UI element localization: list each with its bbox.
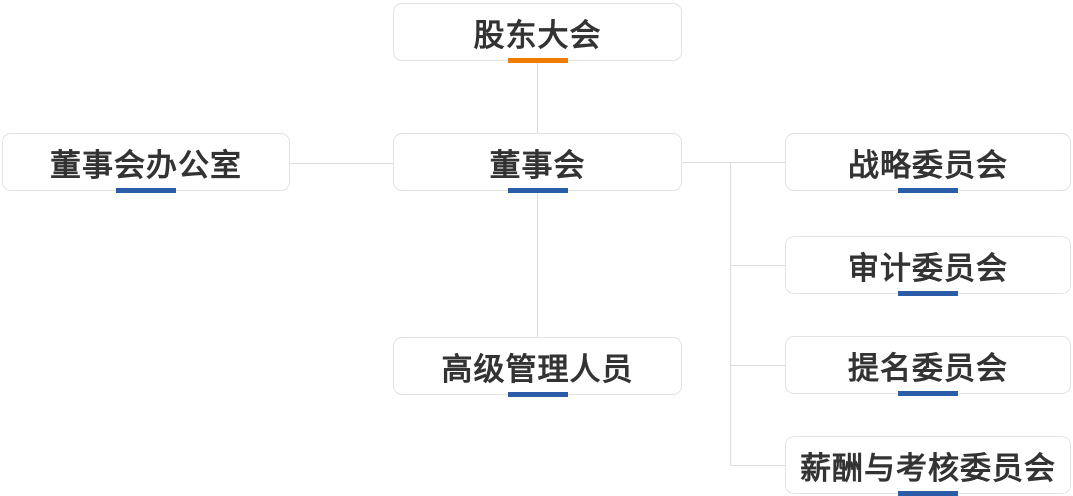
node-remuneration-assessment-committee: 薪酬与考核委员会: [785, 436, 1071, 496]
node-audit-committee: 审计委员会: [785, 236, 1071, 296]
accent-bar-blue: [898, 188, 958, 193]
accent-bar-blue: [116, 188, 176, 193]
node-strategy-committee-label: 战略委员会: [848, 147, 1008, 183]
connector-trunk-remuneration: [730, 465, 785, 466]
node-shareholders-meeting-label: 股东大会: [473, 17, 602, 53]
node-senior-management-label: 高级管理人员: [441, 351, 634, 387]
node-senior-management: 高级管理人员: [393, 337, 682, 397]
accent-bar-blue: [507, 188, 568, 193]
node-shareholders-meeting: 股东大会: [393, 3, 682, 63]
node-strategy-committee: 战略委员会: [785, 133, 1071, 193]
accent-bar-blue: [898, 491, 958, 496]
node-remuneration-assessment-committee-label: 薪酬与考核委员会: [800, 450, 1056, 486]
node-audit-committee-label: 审计委员会: [848, 250, 1008, 286]
accent-bar-blue: [898, 391, 958, 396]
node-board-of-directors-label: 董事会: [489, 147, 586, 183]
node-nomination-committee-label: 提名委员会: [848, 350, 1008, 386]
accent-bar-orange: [507, 58, 568, 63]
node-nomination-committee: 提名委员会: [785, 336, 1071, 396]
node-board-of-directors: 董事会: [393, 133, 682, 193]
connector-trunk-audit: [730, 265, 785, 266]
connector-right-trunk: [730, 162, 731, 465]
connector-board-strategy: [682, 162, 785, 163]
connector-shareholders-board: [537, 61, 538, 133]
node-board-office: 董事会办公室: [2, 133, 290, 193]
accent-bar-blue: [898, 291, 958, 296]
node-board-office-label: 董事会办公室: [50, 147, 242, 183]
connector-trunk-nomination: [730, 365, 785, 366]
accent-bar-blue: [507, 392, 568, 397]
connector-board-senior-management: [537, 191, 538, 337]
connector-board-office: [290, 163, 393, 164]
